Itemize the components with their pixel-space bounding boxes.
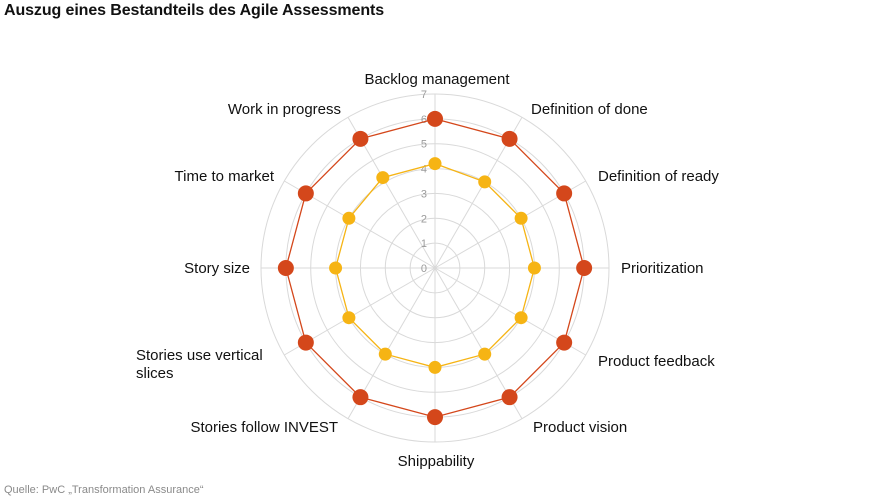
- series-0-point-4: [556, 334, 573, 351]
- tick-label: 6: [421, 114, 427, 126]
- series-1-point-11: [376, 171, 390, 185]
- series-0-point-2: [556, 185, 573, 202]
- series-1-point-10: [342, 211, 356, 225]
- series-0-point-3: [576, 260, 593, 276]
- series-1-point-1: [478, 175, 492, 189]
- grid-layer: [260, 93, 610, 443]
- series-0-point-1: [501, 130, 518, 147]
- category-label: Story size: [184, 260, 250, 277]
- category-label: Shippability: [398, 453, 475, 470]
- series-1-point-7: [378, 347, 392, 361]
- tick-label: 5: [421, 139, 427, 151]
- series-1-point-3: [527, 261, 541, 275]
- series-1-point-8: [342, 311, 356, 325]
- tick-label: 4: [421, 164, 427, 176]
- series-1-point-2: [514, 211, 528, 225]
- series-1-point-4: [514, 311, 528, 325]
- series-0-point-6: [427, 409, 443, 426]
- tick-label: 7: [421, 89, 427, 101]
- category-label: Definition of done: [531, 101, 648, 118]
- category-label: Backlog management: [364, 71, 510, 88]
- series-0-point-10: [297, 185, 314, 202]
- series-1-point-0: [428, 157, 442, 171]
- series-1-point-6: [428, 360, 442, 374]
- category-label: Stories follow INVEST: [190, 419, 338, 436]
- tick-layer: 0 1 2 3 4 5 6 7: [421, 89, 427, 275]
- category-label: Definition of ready: [598, 168, 719, 185]
- tick-label: 2: [421, 213, 427, 225]
- category-label: Product vision: [533, 419, 627, 436]
- tick-label: 0: [421, 263, 427, 275]
- series-0-point-8: [297, 334, 314, 351]
- series-0-point-9: [277, 260, 294, 276]
- series-layer: [277, 110, 593, 426]
- tick-label: 1: [421, 238, 427, 250]
- series-0-point-0: [427, 110, 443, 127]
- series-0-point-11: [352, 130, 369, 147]
- chart-title: Auszug eines Bestandteils des Agile Asse…: [4, 2, 385, 19]
- series-0-point-7: [352, 389, 369, 406]
- series-1-point-9: [329, 261, 343, 275]
- category-label: Work in progress: [228, 101, 341, 118]
- category-label: Product feedback: [598, 353, 715, 370]
- series-1-point-5: [478, 347, 492, 361]
- tick-label: 3: [421, 188, 427, 200]
- source-note: Quelle: PwC „Transformation Assurance“: [4, 484, 204, 496]
- series-0-point-5: [501, 389, 518, 406]
- category-label: Prioritization: [621, 260, 704, 277]
- category-label: Time to market: [175, 168, 275, 185]
